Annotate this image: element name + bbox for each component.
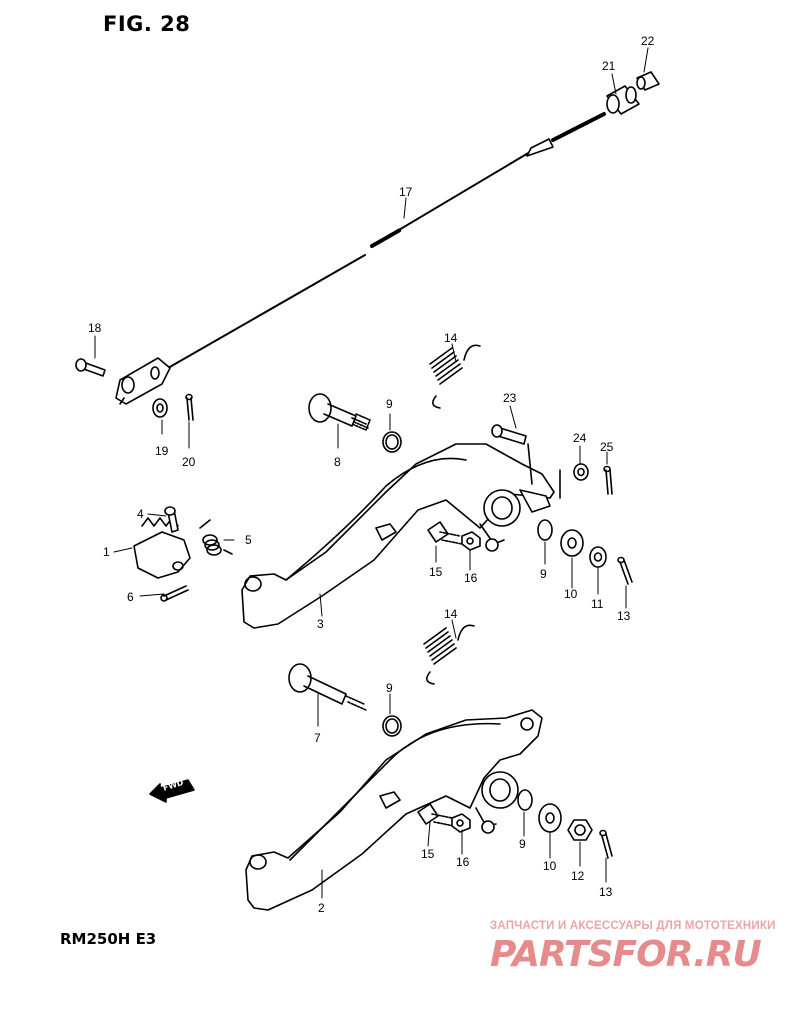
nut-16-lower	[451, 813, 471, 833]
callout-8: 8	[334, 455, 341, 469]
washer-11	[589, 546, 607, 568]
callout-10b: 10	[543, 859, 557, 873]
callout-21: 21	[602, 59, 616, 73]
callout-9c: 9	[386, 681, 393, 695]
washer-10-lower	[538, 803, 562, 833]
callout-13a: 13	[617, 609, 631, 623]
callout-14b: 14	[444, 607, 458, 621]
callout-9d: 9	[519, 837, 526, 851]
callout-20: 20	[182, 455, 196, 469]
spring-14-upper	[429, 344, 481, 409]
callout-6: 6	[127, 590, 134, 604]
oring-9d	[517, 789, 533, 811]
oring-9a	[382, 431, 402, 453]
washer-10-upper	[560, 529, 584, 557]
pivot-bolt-7	[288, 663, 367, 711]
callout-16a: 16	[464, 571, 478, 585]
callout-14a: 14	[444, 331, 458, 345]
cotter-20	[185, 393, 194, 421]
cotter-13-upper	[617, 556, 633, 585]
brake-pedal-2	[245, 709, 543, 911]
nut-16-upper	[461, 531, 481, 551]
callout-15a: 15	[429, 565, 443, 579]
callout-16b: 16	[456, 855, 470, 869]
cotter-25	[603, 465, 613, 495]
callout-10a: 10	[564, 587, 578, 601]
cable-clevis	[115, 357, 171, 405]
fwd-arrow-icon	[149, 779, 195, 803]
pin-4	[164, 506, 179, 533]
nut-22	[636, 71, 660, 91]
leader-lines	[94, 47, 649, 899]
callout-11: 11	[591, 597, 604, 611]
callout-5: 5	[245, 533, 252, 547]
spring-5	[199, 519, 233, 556]
callout-24: 24	[573, 431, 587, 445]
bolt-15-lower	[417, 803, 455, 827]
model-code: RM250H E3	[60, 930, 157, 948]
oring-9c	[382, 715, 402, 737]
brake-pedal-3	[241, 443, 555, 629]
pin-18	[75, 358, 106, 377]
callout-13b: 13	[599, 885, 613, 899]
adjuster-21	[606, 85, 640, 115]
nut-12	[567, 819, 593, 841]
callout-labels: 22 21 17 18 19 20 14 9 8 23 24 25 4 5 1 …	[88, 34, 655, 915]
callout-25: 25	[600, 440, 614, 454]
washer-24	[559, 463, 589, 499]
pivot-bolt-8	[308, 393, 371, 431]
callout-18: 18	[88, 321, 102, 335]
callout-9a: 9	[386, 397, 393, 411]
bolt-15-upper	[427, 521, 463, 545]
callout-1: 1	[103, 545, 110, 559]
washer-19	[152, 398, 168, 418]
callout-7: 7	[314, 731, 321, 745]
spring-14-lower	[423, 624, 475, 685]
callout-23: 23	[503, 391, 517, 405]
cotter-13-lower	[599, 829, 613, 859]
callout-19: 19	[155, 444, 169, 458]
callout-9b: 9	[540, 567, 547, 581]
callout-12: 12	[571, 869, 585, 883]
callout-2: 2	[318, 901, 325, 915]
cotter-6	[160, 585, 189, 602]
oring-9b	[537, 519, 553, 541]
callout-15b: 15	[421, 847, 435, 861]
pin-23	[491, 424, 533, 485]
watermark-logo: PARTSFOR.RU	[490, 934, 762, 975]
watermark-tagline: ЗАПЧАСТИ И АКСЕССУАРЫ ДЛЯ МОТОТЕХНИКИ	[490, 920, 776, 932]
figure-title: FIG. 28	[103, 12, 191, 36]
callout-3: 3	[317, 617, 324, 631]
footrest-1	[133, 517, 191, 579]
cable-17	[167, 112, 606, 369]
callout-4: 4	[137, 507, 144, 521]
callout-22: 22	[641, 34, 655, 48]
callout-17: 17	[399, 185, 413, 199]
